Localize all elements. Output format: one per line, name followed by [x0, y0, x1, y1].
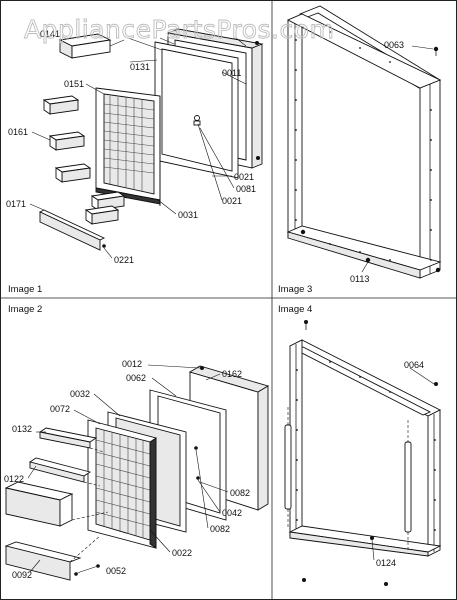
label-0031: 0031 — [178, 210, 198, 220]
caption-image1: Image 1 — [8, 284, 42, 295]
label-0082-lower: 0082 — [210, 524, 230, 534]
label-0113: 0113 — [350, 274, 369, 284]
label-0132: 0132 — [12, 424, 32, 434]
label-0063: 0063 — [384, 40, 404, 50]
image3-drawing — [286, 5, 442, 279]
label-0064: 0064 — [404, 360, 424, 370]
image4-drawing — [284, 320, 442, 586]
label-0221: 0221 — [114, 255, 134, 265]
label-0012: 0012 — [122, 359, 142, 369]
label-0062: 0062 — [126, 373, 146, 383]
caption-image2: Image 2 — [8, 304, 42, 315]
image2-drawing — [4, 364, 270, 581]
label-0032: 0032 — [70, 389, 90, 399]
caption-image3: Image 3 — [278, 284, 312, 295]
label-0161: 0161 — [8, 127, 28, 137]
label-0162: 0162 — [222, 369, 242, 379]
label-0022: 0022 — [172, 548, 192, 558]
label-0171: 0171 — [6, 199, 26, 209]
image1-drawing — [29, 28, 264, 259]
label-0082-upper: 0082 — [230, 488, 250, 498]
image2-labels: 0012 0062 0162 0032 0072 0132 0122 0082 … — [4, 304, 250, 580]
label-0011: 0011 — [222, 68, 241, 78]
label-0081: 0081 — [236, 184, 256, 194]
label-0141: 0141 — [40, 29, 60, 39]
image3-labels: 0063 0113 Image 3 — [278, 40, 404, 295]
image1-labels: 0141 0131 0151 0161 0171 0221 0011 0021 … — [6, 29, 256, 295]
label-0124: 0124 — [376, 558, 396, 568]
label-0092: 0092 — [12, 570, 32, 580]
label-0021-lower: 0021 — [222, 196, 242, 206]
label-0021-upper: 0021 — [234, 172, 254, 182]
caption-image4: Image 4 — [278, 304, 312, 315]
label-0072: 0072 — [50, 404, 70, 414]
label-0042: 0042 — [222, 508, 242, 518]
label-0052: 0052 — [106, 566, 126, 576]
label-0122: 0122 — [4, 474, 24, 484]
label-0151: 0151 — [64, 79, 84, 89]
image4-labels: 0064 0124 Image 4 — [278, 304, 424, 568]
watermark-text: AppliancePartsPros.com — [24, 15, 334, 44]
label-0131: 0131 — [130, 62, 150, 72]
